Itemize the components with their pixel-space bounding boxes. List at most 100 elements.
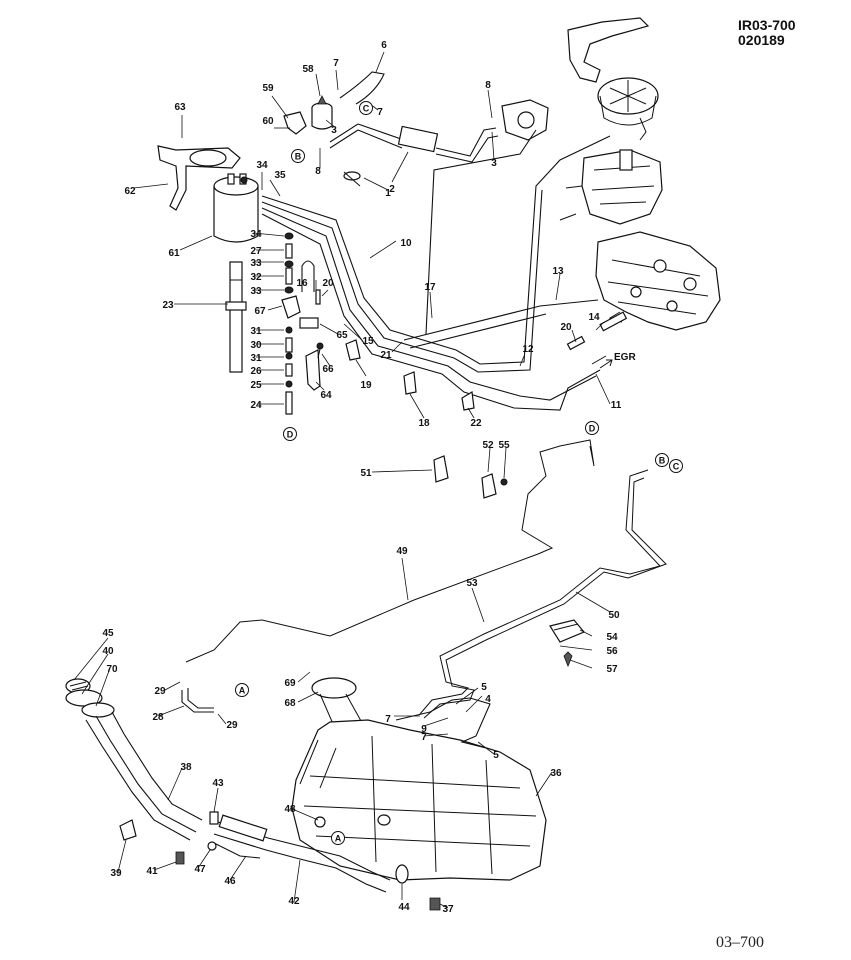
callout-56: 56 xyxy=(606,646,618,657)
callout-67: 67 xyxy=(254,306,266,317)
callout-39: 39 xyxy=(110,868,122,879)
clip-39 xyxy=(119,819,137,841)
callout-70: 70 xyxy=(106,664,118,675)
reference-marker-b: B xyxy=(291,149,305,163)
callout-4: 4 xyxy=(485,694,491,705)
callout-31: 31 xyxy=(250,353,262,364)
pipe-1 xyxy=(329,123,499,163)
callout-52: 52 xyxy=(482,440,494,451)
bracket-52 xyxy=(481,473,497,499)
callout-45: 45 xyxy=(102,628,114,639)
clips-18 xyxy=(403,371,417,395)
bracket-64 xyxy=(305,349,321,391)
callout-61: 61 xyxy=(168,248,180,259)
callout-7: 7 xyxy=(421,732,427,743)
callout-43: 43 xyxy=(212,778,224,789)
bolt-55 xyxy=(500,478,508,486)
callout-33: 33 xyxy=(250,286,262,297)
diagram-code: IR03-700 020189 xyxy=(738,18,796,48)
callout-5: 5 xyxy=(481,682,487,693)
callout-36: 36 xyxy=(550,768,562,779)
filler-neck-38 xyxy=(85,711,203,841)
reference-marker-a: A xyxy=(235,683,249,697)
callout-7: 7 xyxy=(377,107,383,118)
svg-text:A: A xyxy=(239,686,246,696)
callout-46: 46 xyxy=(224,876,236,887)
reference-marker-d: D xyxy=(585,421,599,435)
callout-26: 26 xyxy=(250,366,262,377)
callout-35: 35 xyxy=(274,170,286,181)
callout-64: 64 xyxy=(320,390,332,401)
clip-19 xyxy=(345,339,361,361)
bracket-54 xyxy=(549,619,585,643)
callout-1: 1 xyxy=(385,188,391,199)
callout-29: 29 xyxy=(226,720,238,731)
callout-14: 14 xyxy=(588,312,600,323)
callout-42: 42 xyxy=(288,896,300,907)
callout-15: 15 xyxy=(362,336,374,347)
callout-18: 18 xyxy=(418,418,430,429)
fill-hose-42 xyxy=(213,814,391,893)
callout-65: 65 xyxy=(336,330,348,341)
clamp-47 xyxy=(207,841,217,851)
callout-50: 50 xyxy=(608,610,620,621)
svg-text:A: A xyxy=(335,834,342,844)
connector-20b xyxy=(566,335,586,351)
callout-19: 19 xyxy=(360,380,372,391)
reference-marker-c: C xyxy=(359,101,373,115)
svg-text:B: B xyxy=(295,152,302,162)
callout-41: 41 xyxy=(146,866,158,877)
hose-6 xyxy=(339,71,385,105)
callout-7: 7 xyxy=(333,58,339,69)
svg-text:D: D xyxy=(589,424,596,434)
callout-8: 8 xyxy=(485,80,491,91)
callout-7: 7 xyxy=(385,714,391,725)
callout-38: 38 xyxy=(180,762,192,773)
callout-37: 37 xyxy=(442,904,454,915)
reference-marker-a: A xyxy=(331,831,345,845)
callout-21: 21 xyxy=(380,350,392,361)
callout-11: 11 xyxy=(611,400,622,411)
callout-69: 69 xyxy=(284,678,296,689)
fuel-tank xyxy=(291,719,547,881)
clip-22 xyxy=(461,391,475,411)
callout-6: 6 xyxy=(381,40,387,51)
callout-13: 13 xyxy=(552,266,564,277)
callout-58: 58 xyxy=(302,64,314,75)
callout-5: 5 xyxy=(493,750,499,761)
callout-62: 62 xyxy=(124,186,136,197)
callout-68: 68 xyxy=(284,698,296,709)
callout-40: 40 xyxy=(102,646,114,657)
callout-55: 55 xyxy=(498,440,510,451)
callout-48: 48 xyxy=(284,804,296,815)
callout-3: 3 xyxy=(331,125,337,136)
clamp-48 xyxy=(314,816,326,828)
leader-lines xyxy=(73,51,611,909)
callout-23: 23 xyxy=(162,300,174,311)
svg-text:D: D xyxy=(287,430,294,440)
clamp-44 xyxy=(395,864,409,884)
fuel-lines-upper xyxy=(261,129,611,411)
diagram-code-line1: IR03-700 xyxy=(738,17,796,33)
callout-20: 20 xyxy=(560,322,572,333)
egr-label: EGR xyxy=(614,352,636,363)
callout-29: 29 xyxy=(154,686,166,697)
bracket-59 xyxy=(283,111,307,135)
bolt-66 xyxy=(316,342,324,359)
clamp-65 xyxy=(299,317,319,329)
pressure-regulator xyxy=(501,99,549,141)
filler-cap-assembly xyxy=(65,678,115,718)
callout-34: 34 xyxy=(250,229,262,240)
callout-32: 32 xyxy=(250,272,262,283)
callout-28: 28 xyxy=(152,712,164,723)
callout-30: 30 xyxy=(250,340,262,351)
svg-text:C: C xyxy=(673,462,680,472)
clamp-43 xyxy=(209,811,219,825)
reference-marker-d: D xyxy=(283,427,297,441)
callout-57: 57 xyxy=(606,664,618,675)
vent-hose-28 xyxy=(181,688,214,713)
callout-22: 22 xyxy=(470,418,482,429)
callout-24: 24 xyxy=(250,400,262,411)
air-cleaner-assembly xyxy=(567,17,659,141)
